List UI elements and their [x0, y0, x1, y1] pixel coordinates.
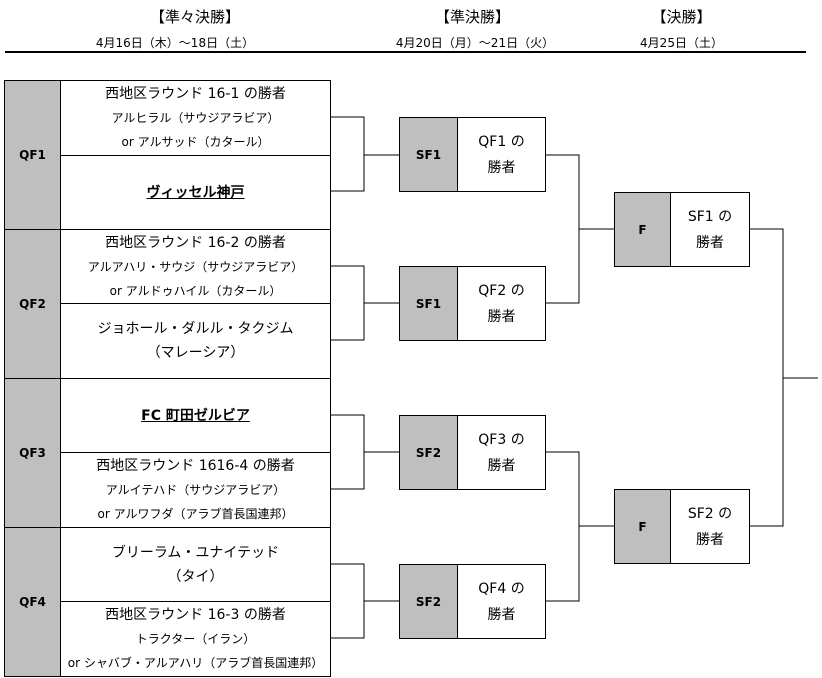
slot-detail: アルイテハド（サウジアラビア） [105, 483, 286, 497]
team-slot: 西地区ラウンド 16-3 の勝者トラクター（イラン） or シャバブ・アルアハリ（… [60, 601, 331, 677]
slot-detail: or アルドゥハイル（カタール） [109, 283, 282, 298]
sf-slot-text: QF1 の [478, 133, 525, 150]
qf-title: 【準々決勝】 [149, 8, 240, 26]
team-slot: ジョホール・ダルル・タクジム （マレーシア） [60, 303, 331, 379]
sf-slot-text: 勝者 [487, 606, 516, 623]
final-slot-text: SF1 の [687, 208, 733, 225]
header-divider [5, 51, 806, 53]
qf-label: QF1 [4, 80, 61, 230]
f-title: 【決勝】 [651, 8, 712, 26]
slot-detail: アルヒラル（サウジアラビア） [111, 111, 280, 125]
team-slot: ヴィッセル神戸 [60, 155, 331, 230]
sf-slot: QF4 の勝者 [457, 564, 546, 639]
sf-slot-text: 勝者 [487, 159, 516, 176]
team-slot: FC 町田ゼルビア [60, 378, 331, 453]
final-slot-text: SF2 の [687, 505, 733, 522]
slot-detail: トラクター（イラン） [135, 632, 256, 646]
sf-label: SF1 [399, 117, 458, 192]
final-slot-text: 勝者 [696, 234, 724, 251]
team-slot: 西地区ラウンド 16-2 の勝者アルアハリ・サウジ（サウジアラビア） or アルド… [60, 229, 331, 304]
qf-label: QF3 [4, 378, 61, 528]
sf-slot-text: 勝者 [487, 308, 516, 325]
sf-label: SF1 [399, 266, 458, 341]
sf-date: 4月20日（月）～21日（火） [395, 36, 555, 50]
team-slot: 西地区ラウンド 16-1 の勝者アルヒラル（サウジアラビア） or アルサッド（カ… [60, 80, 331, 156]
slot-detail: or アルサッド（カタール） [121, 135, 270, 149]
sf-label: SF2 [399, 564, 458, 639]
sf-slot-text: 勝者 [487, 457, 516, 474]
qf-label: QF2 [4, 229, 61, 379]
slot-title: ジョホール・ダルル・タクジム [97, 321, 294, 337]
slot-title: ブリーラム・ユナイテッド [111, 544, 280, 561]
slot-detail: or アルワフダ（アラブ首長国連邦） [97, 507, 294, 521]
sf-slot-text: QF3 の [478, 431, 525, 448]
slot-title: 西地区ラウンド 16-3 の勝者 [105, 607, 286, 623]
qf-label: QF4 [4, 527, 61, 677]
slot-detail: （タイ） [167, 568, 224, 585]
team-slot: ブリーラム・ユナイテッド （タイ） [60, 527, 331, 602]
slot-detail: or シャバブ・アルアハリ（アラブ首長国連邦） [67, 656, 324, 670]
sf-slot: QF3 の勝者 [457, 415, 546, 490]
team-slot: 西地区ラウンド 1616-4 の勝者アルイテハド（サウジアラビア） or アルワフ… [60, 452, 331, 528]
f-date: 4月25日（土） [640, 36, 723, 50]
final-slot: SF1 の勝者 [670, 192, 750, 267]
slot-detail: アルアハリ・サウジ（サウジアラビア） [87, 259, 304, 274]
slot-detail: （マレーシア） [146, 345, 245, 361]
team-name: ヴィッセル神戸 [146, 184, 245, 201]
sf-title: 【準決勝】 [434, 8, 510, 26]
sf-slot: QF2 の勝者 [457, 266, 546, 341]
final-label: F [614, 192, 671, 267]
sf-slot: QF1 の勝者 [457, 117, 546, 192]
sf-slot-text: QF2 の [478, 282, 525, 299]
sf-label: SF2 [399, 415, 458, 490]
sf-slot-text: QF4 の [478, 580, 525, 597]
final-label: F [614, 489, 671, 564]
team-name: FC 町田ゼルビア [141, 407, 250, 424]
slot-title: 西地区ラウンド 1616-4 の勝者 [96, 458, 295, 474]
slot-title: 西地区ラウンド 16-1 の勝者 [105, 86, 286, 102]
final-slot: SF2 の勝者 [670, 489, 750, 564]
slot-title: 西地区ラウンド 16-2 の勝者 [105, 234, 286, 251]
final-slot-text: 勝者 [696, 531, 724, 548]
qf-date: 4月16日（木）～18日（土） [95, 36, 255, 50]
